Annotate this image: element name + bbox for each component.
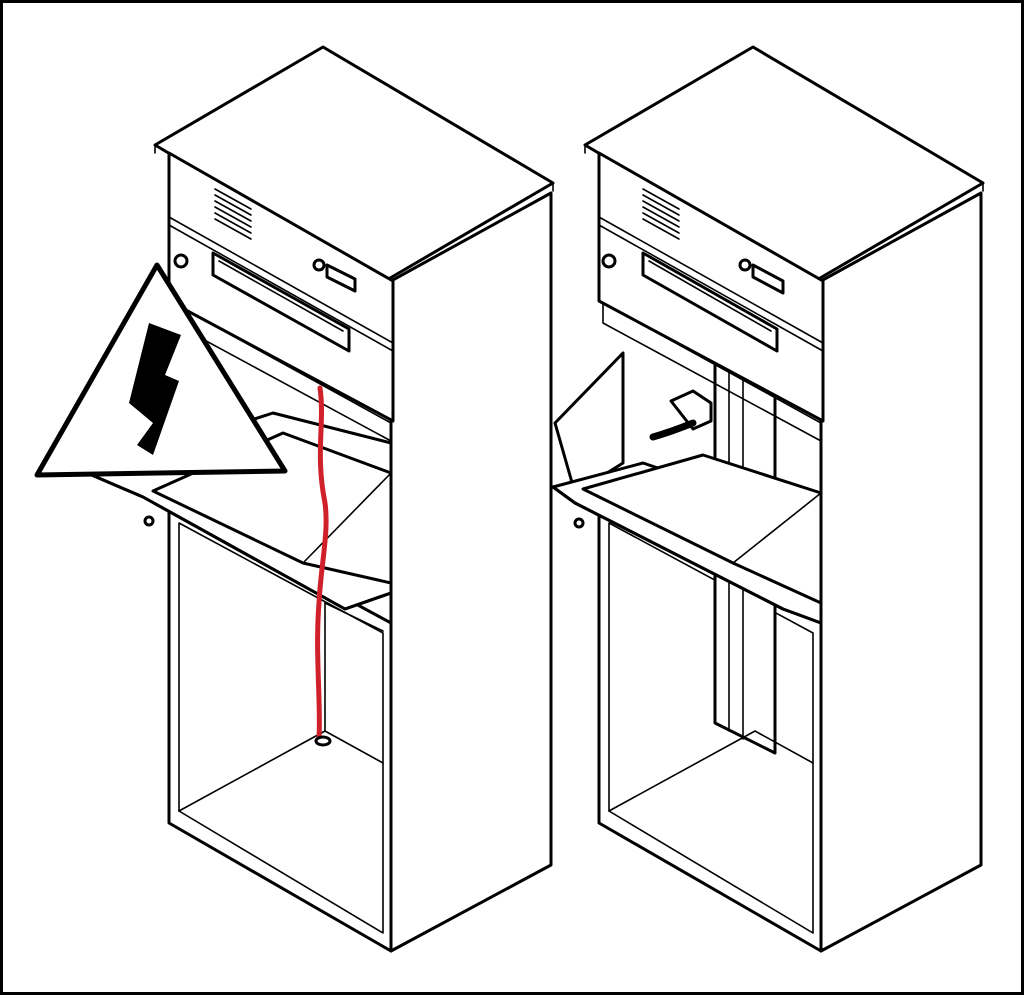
name-plate [325,263,357,293]
key-icon [601,253,617,269]
ventilation-grille-icon [214,188,252,240]
key-icon [173,253,189,269]
flap-inner-panel [581,453,823,605]
side-panel [389,191,553,953]
upper-front [167,151,395,423]
name-plate [751,263,785,295]
electrical-cable [315,385,329,741]
ventilation-grille-icon [642,188,680,240]
side-panel [819,191,983,953]
inner-compartment [178,522,384,934]
mailbox-left [34,45,555,953]
button [312,258,326,272]
mailbox-right [551,45,985,953]
mailbox-illustration [34,45,985,953]
open-door [553,351,625,495]
button [738,258,752,272]
high-voltage-warning-icon [34,262,288,478]
